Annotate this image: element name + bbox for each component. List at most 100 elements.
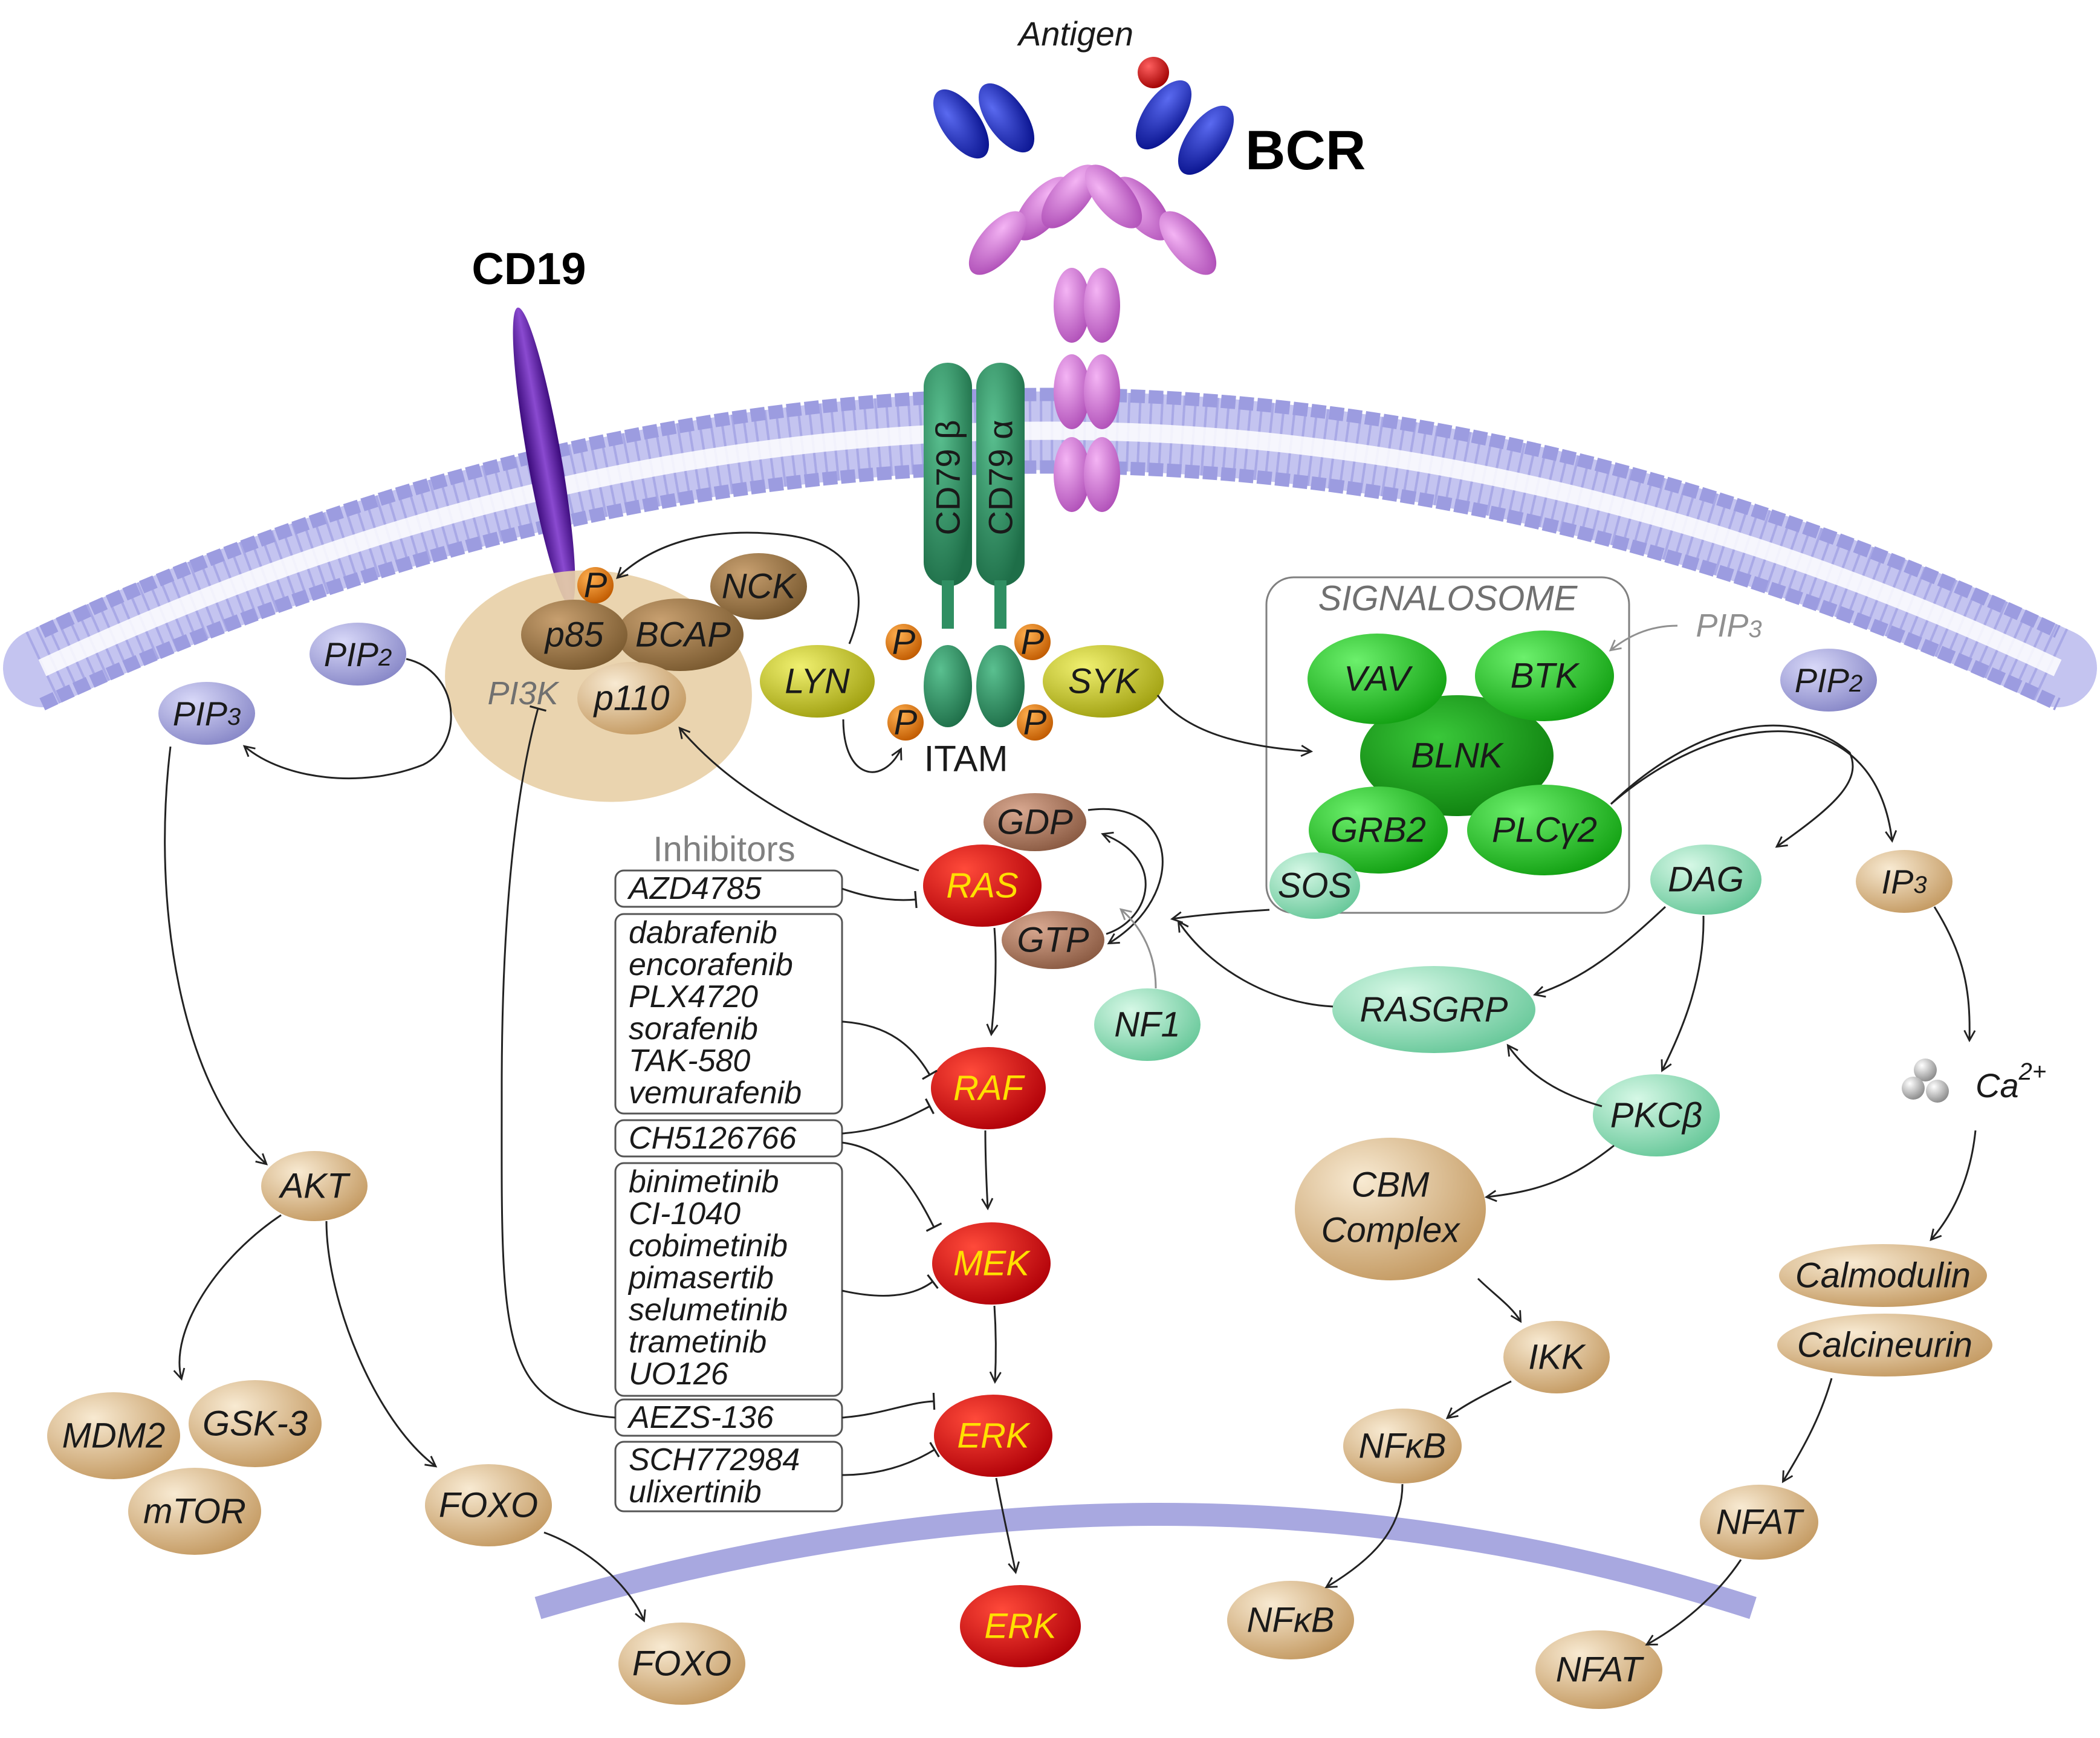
arrow-nfat-to-nucleus	[1645, 1559, 1742, 1646]
phospho-group: P	[886, 623, 922, 662]
dag-label: DAG	[1668, 860, 1744, 900]
nfat-nuclear-label: NFAT	[1556, 1650, 1644, 1690]
arrow-pkcb-to-rasgrp	[1506, 1043, 1603, 1107]
inhibition-aezs136-to-pi3k	[501, 705, 616, 1419]
inhibitor-cobimetinib: cobimetinib	[629, 1228, 788, 1263]
phospho-label: P	[584, 566, 608, 605]
phospho-group: P	[1017, 703, 1053, 742]
svg-text:PIP2: PIP2	[324, 635, 392, 673]
rasgrp-node	[1332, 966, 1535, 1053]
signalosome-box	[1265, 576, 1630, 914]
inhibition-azd4785-to-ras	[841, 887, 918, 909]
cd79-heterodimer	[924, 363, 1025, 727]
rasgrp-label: RASGRP	[1360, 990, 1508, 1030]
ip3-label: IP	[1881, 863, 1913, 901]
erk-nuclear-node	[960, 1585, 1081, 1667]
pip3-left-label: PIP	[173, 695, 227, 733]
arrow-pip2-to-pip3	[242, 658, 452, 780]
nfkb-label: NFκB	[1359, 1427, 1447, 1466]
arrow-rasgrp-to-ras	[1177, 919, 1334, 1008]
nfat-node	[1700, 1485, 1818, 1560]
cbm-complex-label-line2: Complex	[1321, 1211, 1461, 1250]
svg-text:PIP2: PIP2	[1795, 661, 1863, 699]
inhibitor-sorafenib: sorafenib	[629, 1011, 758, 1046]
phospho-label: P	[892, 623, 916, 662]
inhibitor-uo126: UO126	[629, 1357, 728, 1392]
inhibitor-ci-1040: CI-1040	[629, 1196, 741, 1231]
inhibitor-box-raf-mek: CH5126766	[614, 1119, 843, 1158]
gtp-node	[1002, 911, 1104, 969]
inhibitor-sch772984: SCH772984	[629, 1442, 800, 1477]
nfkb-nuclear-node	[1227, 1581, 1354, 1659]
ikk-node	[1503, 1321, 1610, 1393]
svg-text:IP3: IP3	[1881, 863, 1927, 901]
inhibitor-azd4785: AZD4785	[627, 871, 762, 906]
arrow-calcium-to-calmodulin	[1930, 1130, 1977, 1242]
pip3-left-subscript: 3	[227, 704, 241, 730]
phospho-label: P	[894, 703, 918, 742]
arrow-ikk-to-nfkb	[1445, 1380, 1512, 1419]
mek-node	[932, 1222, 1051, 1305]
nuclear-envelope	[534, 1503, 1757, 1620]
plasma-membrane	[3, 387, 2097, 710]
raf-label: RAF	[953, 1069, 1026, 1108]
mtor-node	[128, 1468, 261, 1555]
inhibitor-box-raf: dabrafenib encorafenib PLX4720 sorafenib…	[614, 913, 843, 1115]
plcg2-label: PLCγ2	[1492, 811, 1597, 850]
pathway-connectors	[164, 531, 1977, 1646]
arrow-akt-to-gsk3-mtor	[173, 1214, 282, 1381]
inhibitor-tak-580: TAK-580	[629, 1043, 750, 1078]
pip2-right-label: PIP	[1795, 661, 1849, 699]
plcg2-node	[1467, 785, 1622, 875]
phospho-group: P	[577, 566, 614, 605]
arrow-gdp-gtp-exchange	[1087, 808, 1164, 945]
btk-label: BTK	[1511, 657, 1580, 696]
nfat-label: NFAT	[1716, 1503, 1804, 1542]
p85-node	[521, 600, 627, 670]
inhibitor-box-erk: SCH772984 ulixertinib	[614, 1441, 843, 1513]
bcap-node	[617, 598, 744, 671]
inhibition-ch5126766-to-raf	[841, 1098, 935, 1135]
phospho-group: P	[1014, 623, 1051, 662]
inhibitor-vemurafenib: vemurafenib	[629, 1075, 802, 1111]
pip2-right-node: PIP2	[1780, 649, 1877, 712]
bcap-label: BCAP	[635, 615, 731, 655]
arrow-sos-to-ras-cycle	[1170, 909, 1270, 924]
arrow-ip3-to-calcium	[1933, 906, 1976, 1043]
raf-node	[931, 1047, 1046, 1129]
svg-text:PIP3: PIP3	[173, 695, 241, 733]
erk-label: ERK	[957, 1416, 1031, 1456]
vav-label: VAV	[1344, 660, 1413, 699]
calcineurin-node	[1777, 1314, 1992, 1376]
cbm-complex-label-line1: CBM	[1352, 1166, 1430, 1205]
blnk-label: BLNK	[1411, 736, 1504, 776]
mdm2-label: MDM2	[62, 1416, 166, 1456]
inhibitor-binimetinib: binimetinib	[629, 1164, 779, 1199]
ras-node	[923, 845, 1042, 927]
grb2-node	[1309, 786, 1448, 874]
arrow-raf-to-mek	[981, 1130, 994, 1211]
lyn-node	[760, 645, 875, 718]
phospho-group: P	[887, 703, 924, 742]
inhibition-erk-inhibitors-to-erk	[841, 1442, 940, 1476]
p110-label: p110	[593, 679, 670, 718]
akt-label: AKT	[279, 1167, 351, 1206]
nck-label: NCK	[722, 567, 797, 606]
cd19-receptor	[513, 307, 575, 606]
gtp-label: GTP	[1017, 921, 1089, 960]
lyn-label: LYN	[785, 662, 850, 701]
pip3-signalosome-text: PIP	[1696, 608, 1748, 644]
cbm-complex-node	[1295, 1138, 1486, 1280]
inhibition-mek-inhibitors-to-mek	[841, 1274, 939, 1297]
inhibitor-selumetinib: selumetinib	[629, 1292, 788, 1328]
inhibitor-ch5126766: CH5126766	[629, 1121, 797, 1156]
vav-node	[1308, 634, 1447, 724]
arrow-nfkb-to-nucleus	[1324, 1483, 1404, 1589]
nfkb-nuclear-label: NFκB	[1247, 1601, 1335, 1640]
phospho-label: P	[1021, 623, 1045, 662]
sos-label: SOS	[1278, 866, 1352, 906]
inhibitor-box-mek: binimetinib CI-1040 cobimetinib pimasert…	[614, 1162, 843, 1397]
arrow-foxo-to-nucleus	[543, 1531, 646, 1623]
antigen-label: Antigen	[1017, 15, 1133, 53]
mtor-label: mTOR	[143, 1492, 246, 1531]
